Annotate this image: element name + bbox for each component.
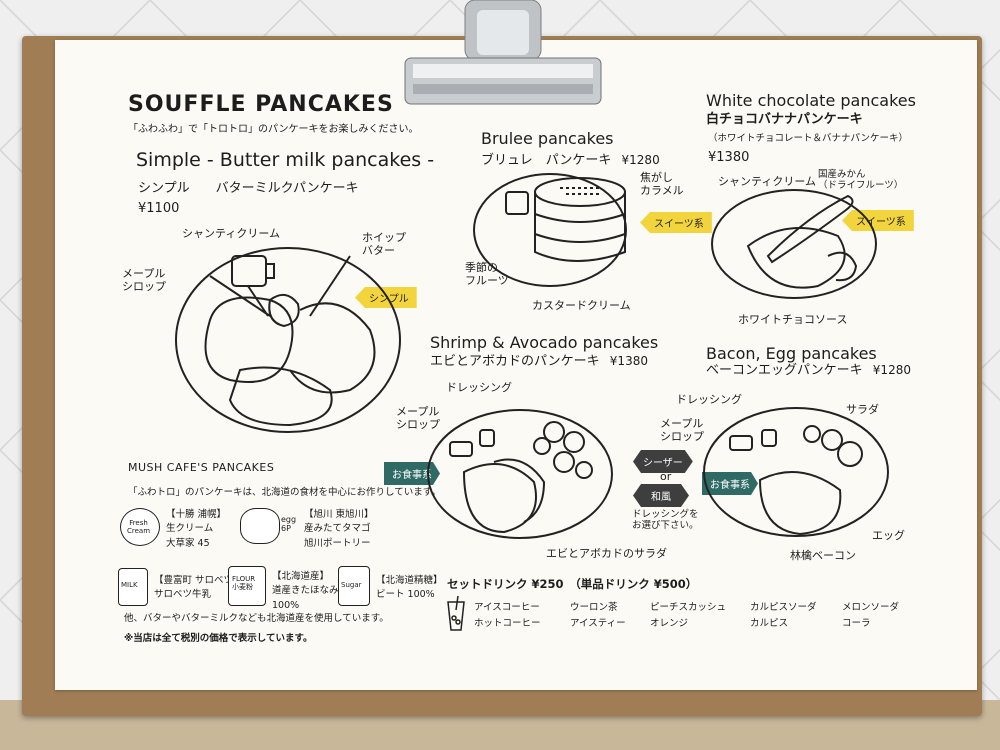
ingredient-sugar: 【北海道精糖】 ビート 100% <box>376 575 443 601</box>
shrimp-price: ¥1380 <box>609 354 648 368</box>
whitechoc-note: （ホワイトチョコレート＆バナナパンケーキ） <box>708 133 908 144</box>
simple-label-butter: ホイップ バター <box>362 231 406 257</box>
ingredient-egg: 【旭川 東旭川】 産みたてタマゴ 旭川ポートリー <box>304 509 374 549</box>
bacon-label-dressing: ドレッシング <box>676 393 742 406</box>
shrimp-name-jp-row: エビとアボカドのパンケーキ ¥1380 <box>430 354 648 370</box>
milk-icon: MILK <box>118 568 148 606</box>
bacon-name-en: Bacon, Egg pancakes <box>706 344 877 363</box>
simple-label-maple: メープル シロップ <box>122 267 166 293</box>
bacon-label-maple: メープル シロップ <box>660 417 704 443</box>
simple-name-jp: シンプル バターミルクパンケーキ <box>138 181 359 196</box>
bacon-price: ¥1280 <box>872 363 911 377</box>
drinks-col-3: ピーチスカッシュ オレンジ <box>650 600 726 631</box>
tax-note: ※当店は全て税別の価格で表示しています。 <box>124 633 313 644</box>
brulee-label-custard: カスタードクリーム <box>532 299 631 312</box>
ingredient-flour: 【北海道産】 道産きたほなみ 100% <box>272 571 339 611</box>
fresh-cream-icon: Fresh Cream <box>120 508 160 546</box>
whitechoc-label-chantilly: シャンティクリーム <box>718 175 817 188</box>
dressing-option-wafu: 和風 <box>633 484 689 507</box>
drink-item: オレンジ <box>650 617 689 629</box>
whitechoc-label-sauce: ホワイトチョコソース <box>738 313 848 326</box>
brulee-tag: スイーツ系 <box>640 212 712 233</box>
drink-glass-icon <box>447 595 465 631</box>
milk-icon-label: MILK <box>121 581 138 589</box>
bacon-label-salad: サラダ <box>846 403 879 416</box>
drink-item: カルピスソーダ <box>750 602 817 613</box>
dressing-option-caesar: シーザー <box>633 450 693 473</box>
egg-icon: egg 6P <box>240 508 296 544</box>
dressing-note: ドレッシングを お選び下さい。 <box>632 509 699 531</box>
shrimp-name-jp: エビとアボカドのパンケーキ <box>430 354 600 369</box>
flour-icon-label: FLOUR 小麦粉 <box>232 575 256 592</box>
sugar-icon: Sugar <box>338 566 370 606</box>
drinks-col-1: アイスコーヒー ホットコーヒー <box>474 600 541 631</box>
simple-price: ¥1100 <box>138 201 180 216</box>
mush-footer: 他、バターやバターミルクなども北海道産を使用しています。 <box>124 613 389 624</box>
shrimp-tag: お食事系 <box>384 462 440 485</box>
shrimp-pancake-drawing <box>427 409 613 539</box>
drink-item: カルピス <box>750 617 789 629</box>
drinks-heading: セットドリンク ¥250 （単品ドリンク ¥500） <box>447 577 698 591</box>
shrimp-label-dressing: ドレッシング <box>446 381 512 394</box>
whitechoc-tag: スイーツ系 <box>842 210 914 231</box>
drinks-col-5: メロンソーダ コーラ <box>842 600 899 631</box>
brulee-pancake-drawing <box>473 173 627 287</box>
whitechoc-name-jp: 白チョコバナナパンケーキ <box>706 112 863 127</box>
mush-heading: MUSH CAFE'S PANCAKES <box>128 461 275 474</box>
shrimp-name-en: Shrimp & Avocado pancakes <box>430 333 659 352</box>
whitechoc-label-dried: 国産みかん （ドライフルーツ） <box>818 169 904 191</box>
whitechoc-price: ¥1380 <box>708 150 750 165</box>
brulee-price: ¥1280 <box>621 153 660 167</box>
drinks-col-2: ウーロン茶 アイスティー <box>570 600 626 631</box>
bacon-name-jp-row: ベーコンエッグパンケーキ ¥1280 <box>706 363 911 379</box>
drink-item: ピーチスカッシュ <box>650 602 727 613</box>
brulee-name-jp: ブリュレ パンケーキ ¥1280 <box>481 153 660 169</box>
brulee-name-en: Brulee pancakes <box>481 129 614 148</box>
fresh-cream-icon-label: Fresh Cream <box>127 519 151 536</box>
mush-intro: 「ふわトロ」のパンケーキは、北海道の食材を中心にお作りしています。 <box>128 487 441 498</box>
brulee-jp-label: ブリュレ パンケーキ <box>481 153 612 168</box>
drink-item: ホットコーヒー <box>474 617 541 629</box>
drinks-col-4: カルピスソーダ カルピス <box>750 600 817 631</box>
sugar-icon-label: Sugar <box>341 581 362 589</box>
drink-item: メロンソーダ <box>842 602 900 613</box>
simple-pancake-drawing <box>175 247 401 433</box>
simple-label-chantilly: シャンティクリーム <box>182 227 281 240</box>
flour-icon: FLOUR 小麦粉 <box>228 566 266 606</box>
page-subtitle: 「ふわふわ」で「トロトロ」のパンケーキをお楽しみください。 <box>128 124 419 135</box>
bacon-label-egg: エッグ <box>872 529 905 542</box>
drink-item: アイスティー <box>570 617 626 629</box>
dressing-or: or <box>660 470 672 483</box>
ingredient-cream: 【十勝 浦幌】 生クリーム 大草家 45 <box>166 509 227 549</box>
bacon-tag: お食事系 <box>702 472 758 495</box>
shrimp-label-maple: メープル シロップ <box>396 405 440 431</box>
drink-item: コーラ <box>842 617 871 629</box>
egg-icon-label: egg 6P <box>281 515 297 534</box>
shrimp-label-salad: エビとアボカドのサラダ <box>546 547 667 560</box>
page-title: SOUFFLE PANCAKES <box>128 92 394 117</box>
bacon-pancake-drawing <box>703 407 889 537</box>
ingredient-milk: 【豊富町 サロベツ】 サロベツ牛乳 <box>154 575 243 601</box>
drink-item: アイスコーヒー <box>474 602 540 613</box>
whitechoc-pancake-drawing <box>711 189 877 299</box>
metal-clip-icon <box>404 0 602 105</box>
simple-name-en: Simple - Butter milk pancakes - <box>136 149 435 171</box>
whitechoc-name-en: White chocolate pancakes <box>706 91 916 110</box>
bacon-name-jp: ベーコンエッグパンケーキ <box>706 363 863 378</box>
brulee-label-caramel: 焦がし カラメル <box>640 171 684 197</box>
drink-item: ウーロン茶 <box>570 602 618 613</box>
bacon-label-bacon: 林檎ベーコン <box>790 549 856 562</box>
